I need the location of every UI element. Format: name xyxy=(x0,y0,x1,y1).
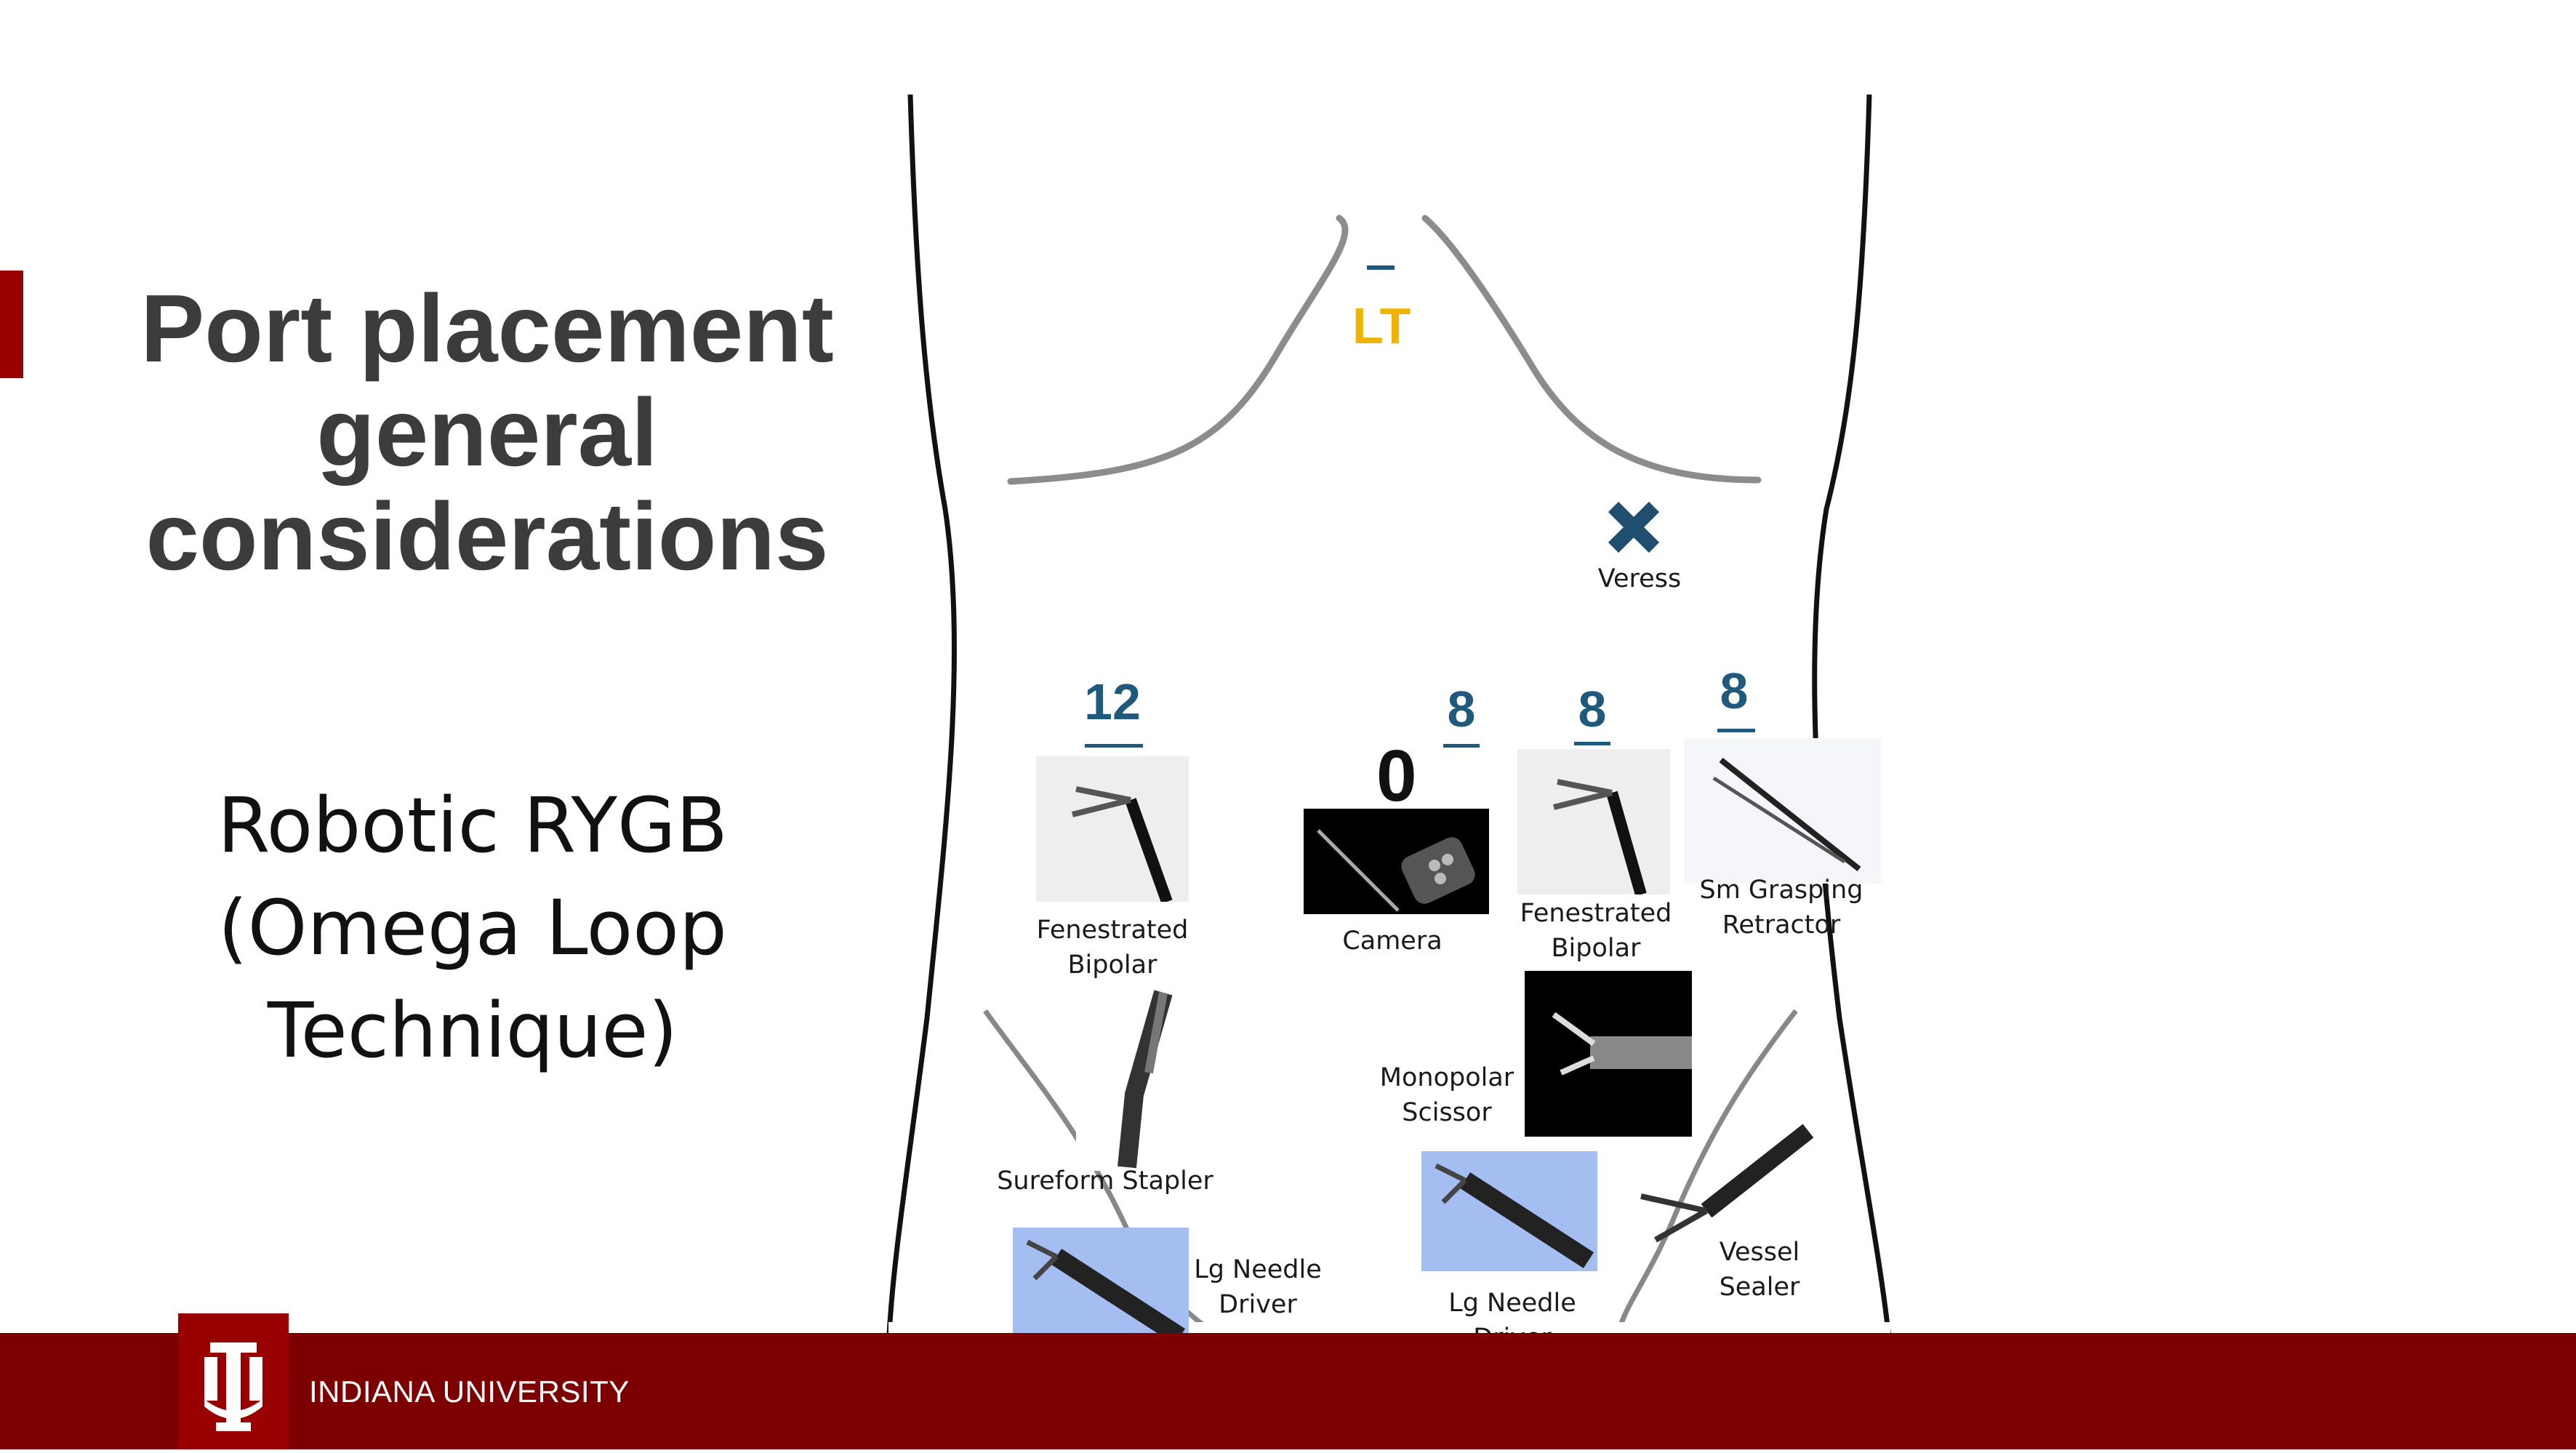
lg-needle-driver-right-image xyxy=(1421,1151,1597,1271)
iu-logo xyxy=(178,1313,289,1449)
lt-label: LT xyxy=(1352,297,1411,354)
iu-trident-icon xyxy=(204,1342,262,1431)
veress-label: Veress xyxy=(1597,564,1682,593)
subtitle-text: Robotic RYGB (Omega Loop Technique) xyxy=(217,781,728,1075)
vessel-sealer-image xyxy=(1626,1116,1815,1273)
fenestrated-bipolar-right-image xyxy=(1517,749,1670,894)
port-8-left: 8 xyxy=(1578,681,1607,737)
torso-left-outline xyxy=(886,94,958,1353)
sureform-stapler-image xyxy=(1076,985,1192,1171)
port-12-bar xyxy=(1085,744,1143,748)
label-lg-needle-driver-left: Lg Needle Driver xyxy=(1194,1255,1322,1319)
port-8-left-bar xyxy=(1574,742,1610,745)
label-vessel-sealer: Vessel Sealer xyxy=(1719,1238,1800,1302)
rib-cage-outline xyxy=(1007,215,1762,485)
label-sm-grasping-retractor: Sm Grasping Retractor xyxy=(1699,876,1863,940)
slide-subtitle: Robotic RYGB (Omega Loop Technique) xyxy=(109,774,836,1082)
camera-image xyxy=(1304,809,1489,914)
label-monopolar-scissor: Monopolar Scissor xyxy=(1379,1063,1514,1127)
veress-x-icon xyxy=(1608,501,1660,553)
footer-university-name: INDIANA UNIVERSITY xyxy=(309,1374,630,1409)
title-text: Port placement general considerations xyxy=(140,275,834,590)
groin-line-right xyxy=(1618,1009,1798,1325)
slide-title: Port placement general considerations xyxy=(87,276,887,588)
sm-grasping-retractor-image xyxy=(1685,738,1881,884)
fenestrated-bipolar-left-image xyxy=(1036,756,1189,902)
camera-zero: 0 xyxy=(1376,735,1417,817)
footer-bar xyxy=(0,1333,2576,1449)
torso-right-outline xyxy=(1812,94,1893,1353)
port-8-right: 8 xyxy=(1720,663,1749,719)
port-8-camera-bar xyxy=(1443,744,1480,748)
port-8-right-bar xyxy=(1717,729,1755,732)
groin-line-left xyxy=(983,1009,1237,1348)
accent-bar xyxy=(0,271,23,378)
label-fenestrated-bipolar-right: Fenestrated Bipolar xyxy=(1520,899,1672,963)
label-camera: Camera xyxy=(1342,926,1443,956)
label-fenestrated-bipolar-left: Fenestrated Bipolar xyxy=(1036,916,1189,980)
port-12: 12 xyxy=(1084,673,1141,730)
lg-needle-driver-left-image xyxy=(1013,1228,1189,1348)
port-8-camera: 8 xyxy=(1447,681,1476,737)
label-sureform-stapler: Sureform Stapler xyxy=(997,1166,1213,1196)
monopolar-scissor-image xyxy=(1525,971,1692,1137)
